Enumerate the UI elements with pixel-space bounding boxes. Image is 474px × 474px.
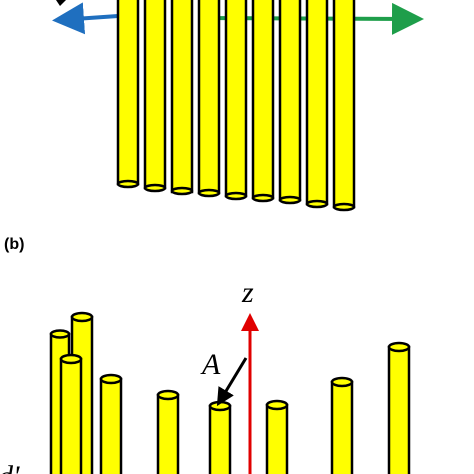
rod [143,0,167,193]
rod [59,353,83,474]
rod [265,399,289,474]
point-a-pointer [216,357,248,407]
rod [197,0,221,198]
rod [278,0,302,205]
rod-array-a [116,0,356,212]
blue-direction-arrow [52,2,119,35]
z-axis-label: z [241,276,254,309]
rod [330,376,354,474]
rod [387,341,411,474]
rod [208,400,232,474]
rod [99,373,123,474]
rod [116,0,140,189]
rod [170,0,194,196]
panel-b-label: (b) [4,236,24,253]
rod-array-b [49,311,411,474]
panel-b: (b) [0,236,411,474]
cropped-arrow-fragment [56,0,66,6]
rod [156,389,180,474]
rod [251,0,275,203]
point-a-label: A [200,348,221,381]
rod [332,0,356,212]
panel-a [52,0,424,212]
rod [224,0,248,201]
rod [305,0,329,209]
cut-off-label: d' [0,460,20,474]
